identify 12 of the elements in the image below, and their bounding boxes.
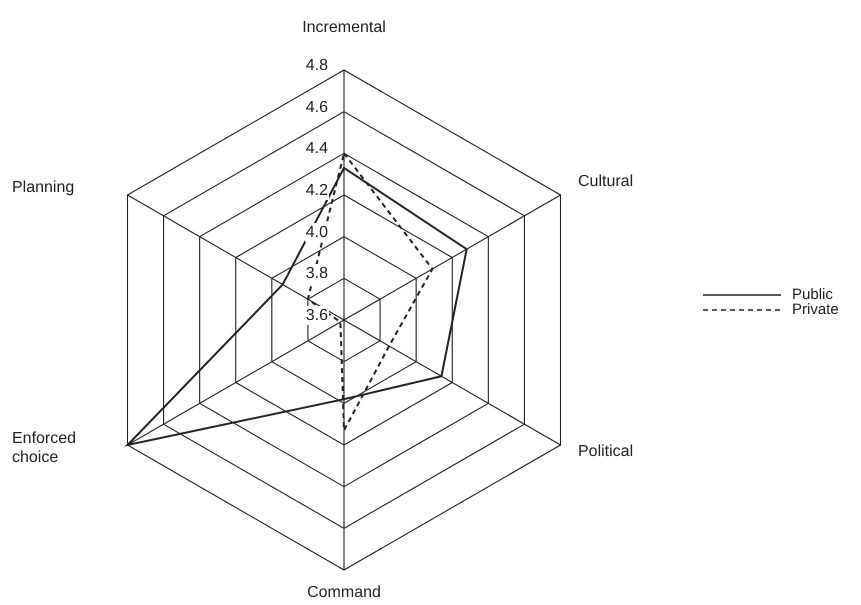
tick-label: 3.8	[304, 264, 329, 284]
axis-label: Enforced choice	[12, 429, 78, 467]
axis-label: Political	[578, 442, 634, 461]
tick-label: 3.6	[304, 306, 329, 325]
legend-label: Private	[792, 300, 839, 319]
legend-label: Public	[792, 285, 833, 303]
axis-label: Incremental	[302, 18, 386, 37]
tick-label: 4.2	[304, 181, 329, 200]
axis-label: Planning	[12, 178, 74, 197]
axis-label: Cultural	[578, 172, 634, 191]
axis-label: Command	[307, 583, 381, 602]
tick-label: 4.0	[304, 222, 329, 242]
